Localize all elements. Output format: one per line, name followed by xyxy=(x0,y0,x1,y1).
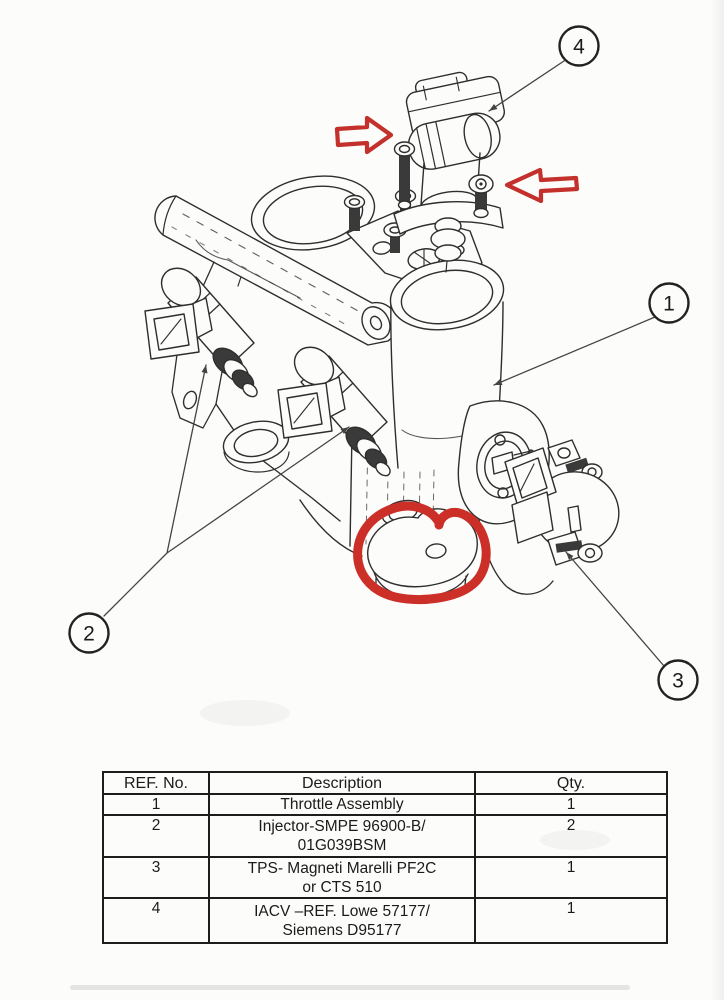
cell-description: Injector-SMPE 96900-B/ 01G039BSM xyxy=(208,814,476,858)
iacv-valve xyxy=(393,71,506,273)
callout-balloons: 4 1 2 3 xyxy=(68,25,699,701)
table-row: 2 Injector-SMPE 96900-B/ 01G039BSM 2 xyxy=(102,814,668,858)
callout-3-label: 3 xyxy=(672,670,684,693)
injector-1 xyxy=(144,267,258,398)
cell-ref: 3 xyxy=(102,856,210,899)
right-block-arrow-icon xyxy=(334,115,394,155)
injector-2 xyxy=(277,346,391,477)
header-description: Description xyxy=(208,771,476,795)
table-row: 4 IACV –REF. Lowe 57177/ Siemens D95177 … xyxy=(102,897,668,944)
tps-sensor xyxy=(504,439,620,566)
table-row: 1 Throttle Assembly 1 xyxy=(102,793,668,816)
table-header-row: REF. No. Description Qty. xyxy=(102,771,668,795)
cell-description: Throttle Assembly xyxy=(208,793,476,816)
cell-description: IACV –REF. Lowe 57177/ Siemens D95177 xyxy=(208,897,476,944)
callout-1-label: 1 xyxy=(663,293,675,316)
manifold-casting xyxy=(171,261,435,557)
throttle-bore xyxy=(389,259,505,469)
throttle-assembly-diagram: 4 1 2 3 xyxy=(68,25,699,701)
fuel-rail xyxy=(154,195,398,346)
cell-ref: 2 xyxy=(102,814,210,858)
red-annotations xyxy=(334,115,580,605)
header-qty: Qty. xyxy=(474,771,668,795)
cell-ref: 1 xyxy=(102,793,210,816)
callout-2-label: 2 xyxy=(83,623,95,646)
cell-ref: 4 xyxy=(102,897,210,944)
table-row: 3 TPS- Magneti Marelli PF2C or CTS 510 1 xyxy=(102,856,668,899)
cell-qty: 1 xyxy=(474,897,668,944)
callout-4-label: 4 xyxy=(573,36,585,59)
cell-qty: 2 xyxy=(474,814,668,858)
cell-description: TPS- Magneti Marelli PF2C or CTS 510 xyxy=(208,856,476,899)
scan-streak xyxy=(70,985,630,990)
callout-leaders xyxy=(103,60,665,667)
header-ref-no: REF. No. xyxy=(102,771,210,795)
freehand-red-circle xyxy=(353,501,491,605)
left-block-arrow-icon xyxy=(504,167,580,204)
cell-qty: 1 xyxy=(474,856,668,899)
parts-table: REF. No. Description Qty. 1 Throttle Ass… xyxy=(102,771,668,944)
cell-qty: 1 xyxy=(474,793,668,816)
